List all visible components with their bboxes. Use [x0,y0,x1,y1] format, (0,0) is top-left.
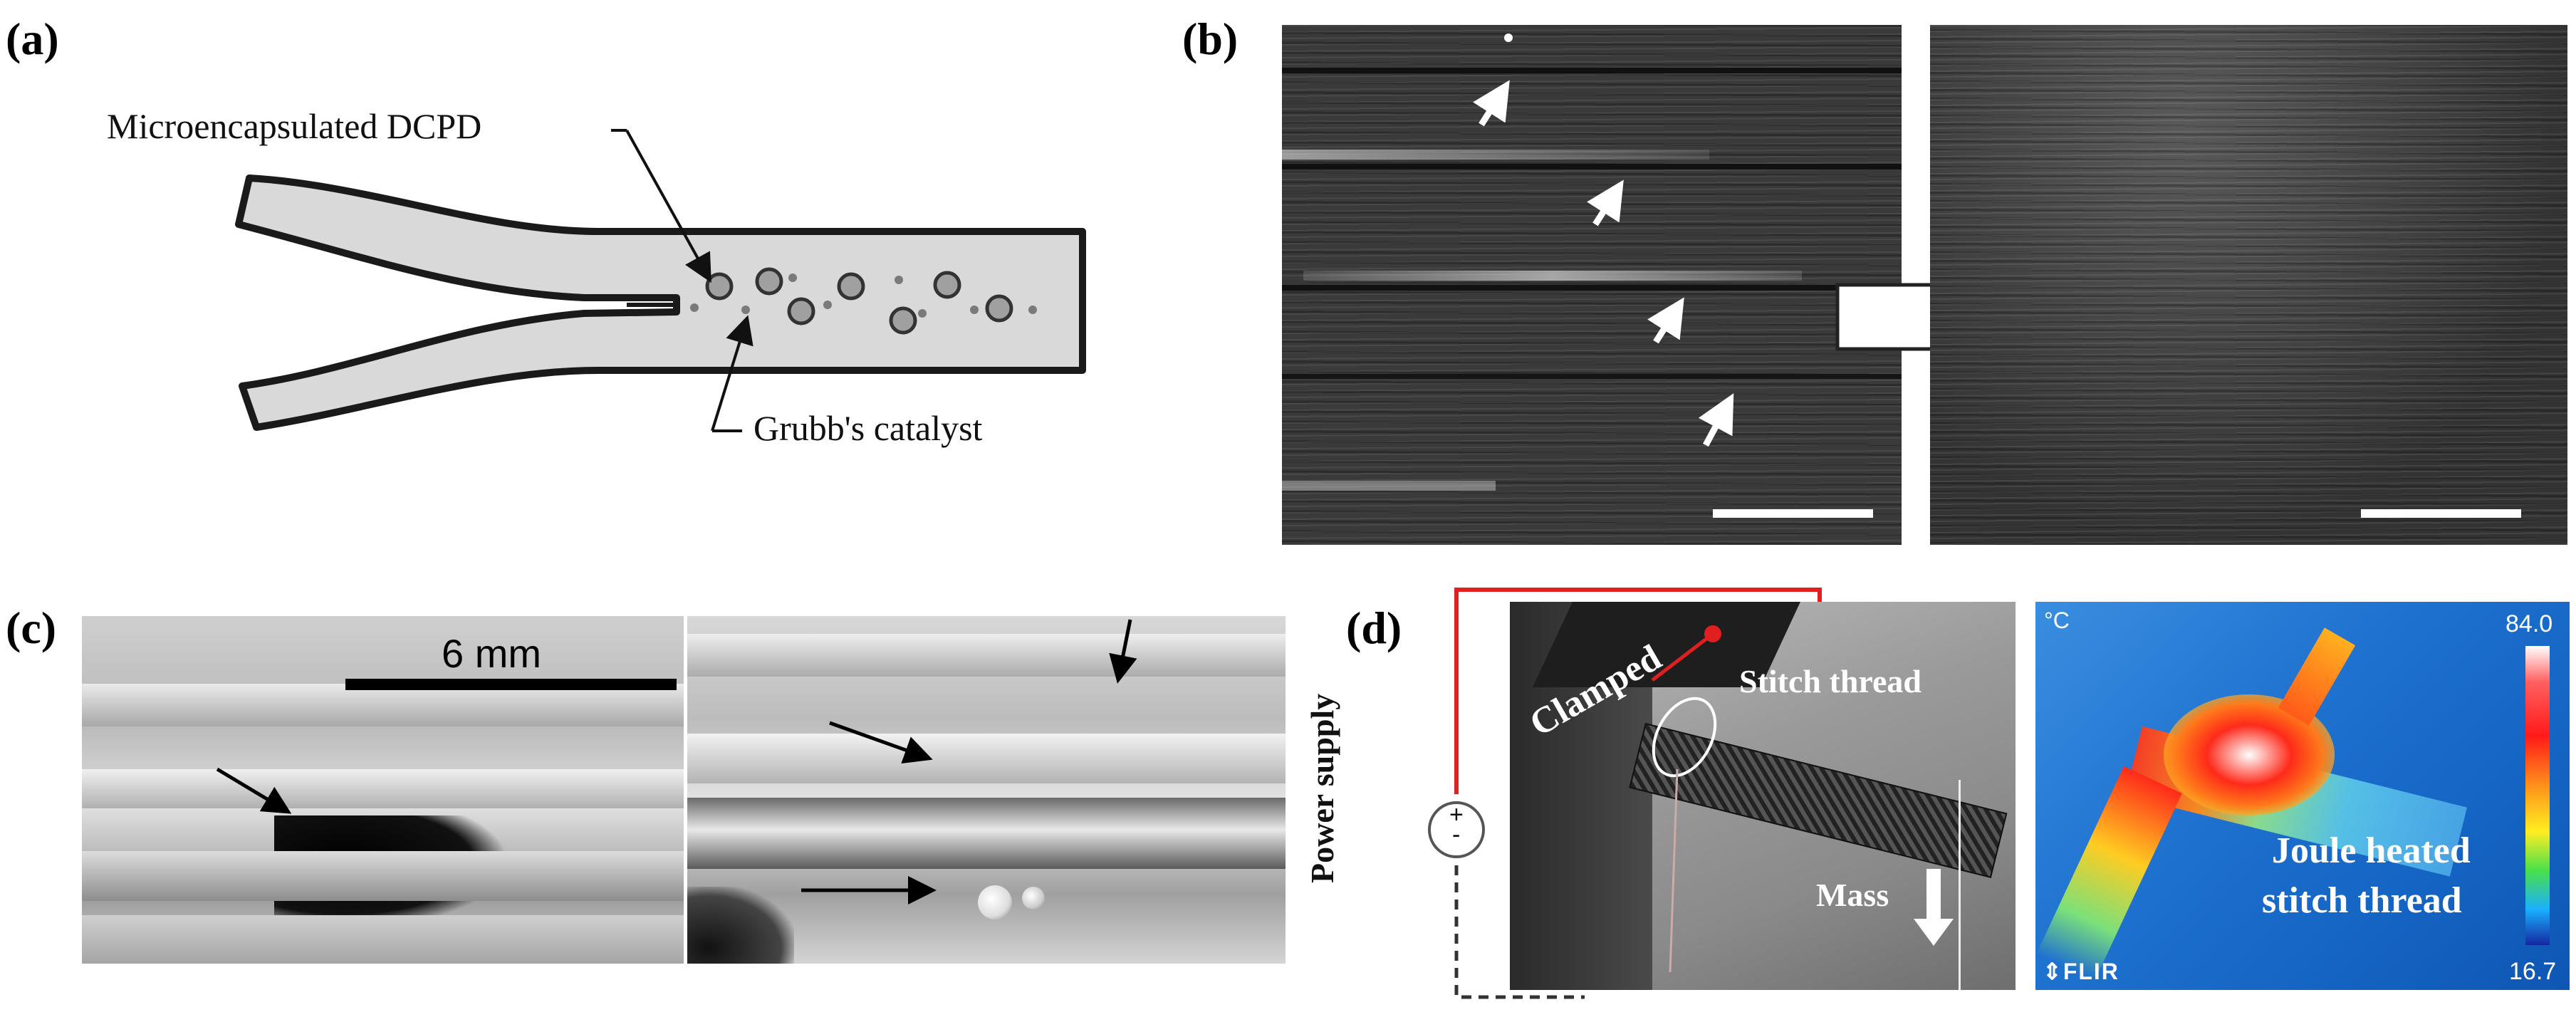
stitch-highlight [1651,625,1721,973]
ply-layer [82,851,684,901]
power-supply-label: Power supply [1304,693,1340,883]
micrograph-healed [1930,25,2567,545]
ply-layer [687,734,1286,783]
photo-experimental-setup: Clamped Stitch thread Mass [1510,602,2016,990]
microcapsules [705,267,1013,335]
crack-arrows [1473,33,1734,447]
dcb-beam-schematic [235,174,1086,431]
label-mass: Mass [1816,877,1889,913]
photo-crack-before: 6 mm [82,616,684,964]
bubble [1022,887,1045,909]
micrograph-damaged [1282,25,1902,545]
photo-crack-healed [687,616,1286,964]
bright-streak-2 [1303,271,1802,281]
flir-logo: ⇕FLIR [2043,958,2119,985]
scale-bar-c-label: 6 mm [442,631,541,676]
thermal-wire-trail [2036,766,2182,981]
scale-bar-c [345,679,677,690]
catalyst-particles [690,273,1037,318]
dark-corner [687,887,794,964]
thermal-wire-top [2278,627,2356,726]
ply-layer [82,915,684,964]
panel-label-d: (d) [1346,603,1402,653]
label-grubbs-catalyst: Grubb's catalyst [753,408,983,448]
panel-label-b: (b) [1182,14,1239,64]
thermal-image: °C 84.0 16.7 Joule heated stitch thread … [2035,602,2570,990]
flir-logo-text: FLIR [2063,959,2119,984]
thermal-unit-label: °C [2044,608,2070,633]
ply-layer [82,684,684,726]
arrows-c-right [801,619,1137,905]
bright-streak-3 [1282,481,1496,491]
thermal-colorbar [2525,646,2550,945]
thermal-caption-line1: Joule heated [2272,830,2471,871]
ply-layer [687,634,1286,677]
thermal-caption-line2: stitch thread [2262,880,2462,921]
minus-sign: - [1452,821,1461,848]
plus-sign: + [1449,801,1464,828]
scale-bar-b-right [2361,509,2521,518]
delamination-crack-4 [1282,374,1902,379]
panel-label-c: (c) [6,603,57,653]
delamination-crack-3 [1282,285,1902,291]
mass-arrow [1914,869,1954,946]
healed-crack-band [687,798,1286,869]
hanging-wire [1959,780,1961,990]
thermal-max-label: 84.0 [2505,610,2553,637]
arrow-c-left [216,767,292,814]
bright-streak-1 [1282,150,1709,160]
bubble [978,885,1012,919]
label-stitch-thread: Stitch thread [1739,663,1921,699]
flir-logo-icon: ⇕ [2043,959,2063,984]
delamination-crack-2 [1282,164,1902,170]
ply-layer [82,769,684,808]
beam-outline [235,174,1086,431]
scale-bar-b-left [1713,509,1873,518]
delamination-crack-1 [1282,68,1902,73]
annotation-leaders-a [611,129,753,432]
panel-label-a: (a) [6,14,59,64]
label-microencapsulated-dcpd: Microencapsulated DCPD [107,106,482,146]
thermal-min-label: 16.7 [2509,958,2557,985]
